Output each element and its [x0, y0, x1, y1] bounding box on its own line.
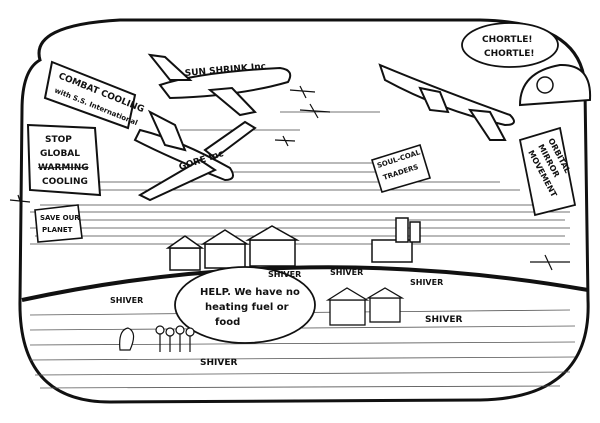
- earth-horizon: [21, 265, 589, 302]
- cockpit-window: [518, 63, 592, 107]
- shiver-2: SHIVER: [268, 270, 301, 279]
- help-line2: heating fuel or: [205, 302, 289, 313]
- help-line1: HELP. We have no: [200, 287, 300, 298]
- chortle-line2: CHORTLE!: [484, 49, 534, 59]
- banner-orbital-mirror: ORBITAL MIRROR MOVEMENT: [518, 126, 577, 217]
- town-houses: [165, 217, 421, 271]
- banner-stop-line4: COOLING: [42, 177, 88, 187]
- banner-stop-line2: GLOBAL: [40, 149, 80, 159]
- banner-combat-cooling: COMBAT COOLING with S.S. International: [43, 60, 145, 130]
- banner-save-line1: SAVE OUR: [40, 214, 80, 222]
- shiver-6: SHIVER: [200, 358, 237, 368]
- banner-stop-line3: WARMING: [38, 163, 89, 173]
- shiver-5: SHIVER: [425, 315, 462, 325]
- help-speech-bubble: HELP. We have no heating fuel or food: [174, 266, 316, 344]
- help-line3: food: [215, 317, 240, 328]
- plane-sun-shrink: SUN SHRINK Inc: [147, 53, 292, 117]
- shiver-1: SHIVER: [110, 296, 143, 305]
- banner-save-planet: SAVE OUR PLANET: [34, 204, 83, 243]
- shiver-3: SHIVER: [330, 268, 363, 277]
- banner-save-line2: PLANET: [42, 226, 73, 234]
- banner-stop-warming: STOP GLOBAL WARMING COOLING: [26, 123, 102, 197]
- plane-gore: GORE Inc: [133, 109, 257, 202]
- shivering-crowd: [119, 325, 195, 352]
- banner-soul-coal: SOUL-COAL TRADERS: [370, 143, 432, 193]
- shiver-4: SHIVER: [410, 278, 443, 287]
- chortle-bubble: CHORTLE! CHORTLE!: [461, 22, 559, 68]
- plane-right: [378, 63, 515, 141]
- cartoon-frame: [18, 18, 590, 404]
- village-houses: [325, 287, 405, 326]
- chortle-line1: CHORTLE!: [482, 35, 532, 45]
- small-planes: [9, 85, 570, 271]
- banner-stop-line1: STOP: [45, 135, 72, 145]
- shiver-words: SHIVER SHIVER SHIVER SHIVER SHIVER SHIVE…: [110, 268, 462, 368]
